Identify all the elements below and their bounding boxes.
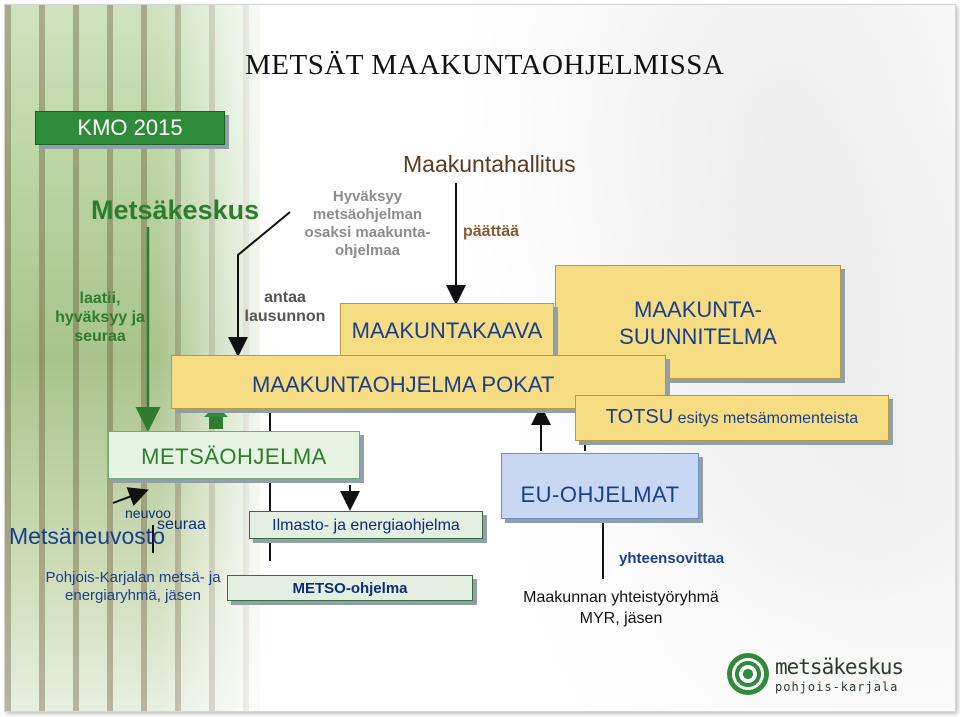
metsaneuvosto-label: Metsäneuvosto — [9, 523, 165, 549]
ilmasto-box: Ilmasto- ja energiaohjelma — [249, 511, 483, 539]
metsakeskus-label: Metsäkeskus — [91, 195, 260, 225]
maakuntasuunnitelma-label: MAAKUNTA-SUUNNITELMA — [619, 297, 777, 349]
logo-sub: pohjois-karjala — [775, 680, 899, 694]
metsakeskus-logo: metsäkeskus pohjois-karjala — [727, 653, 917, 703]
laatii-label: laatii, hyväksyy ja seuraa — [55, 290, 145, 345]
pk-ryhma-label: Pohjois-Karjalan metsä- ja energiaryhmä,… — [45, 569, 221, 604]
totsu-label: TOTSU — [605, 406, 674, 428]
eu-ohjelmat-label: EU-OHJELMAT — [520, 482, 680, 507]
page-title: METSÄT MAAKUNTAOHJELMISSA — [245, 49, 725, 81]
kmo-badge: KMO 2015 — [35, 111, 225, 145]
seuraa-label: seuraa — [157, 516, 206, 533]
logo-ring-icon — [727, 653, 769, 695]
slide: METSÄT MAAKUNTAOHJELMISSA KMO 2015 Metsä… — [4, 4, 956, 712]
arrow-neuvoo — [112, 487, 149, 506]
ilmasto-label: Ilmasto- ja energiaohjelma — [272, 517, 460, 534]
arrow-head-green — [204, 405, 228, 417]
antaa-label: antaa lausunnon — [244, 289, 326, 325]
metso-label: METSO-ohjelma — [292, 580, 408, 597]
paattaa-label: päättää — [463, 223, 520, 240]
neuvoo-label: neuvoo — [125, 505, 171, 521]
totsu-box: TOTSU esitys metsämomenteista — [575, 395, 889, 441]
metsaohjelma-box: METSÄOHJELMA — [108, 431, 360, 479]
hyvaksyy-label: Hyväksyy metsäohjelman osaksi maakunta-o… — [304, 188, 431, 259]
yhteensovittaa-label: yhteensovittaa — [619, 550, 725, 567]
maakuntakaava-label: MAAKUNTAKAAVA — [351, 318, 543, 343]
logo-name: metsäkeskus — [775, 655, 904, 679]
myr-label: Maakunnan yhteistyöryhmä MYR, jäsen — [523, 589, 719, 627]
maakuntakaava-box: MAAKUNTAKAAVA — [340, 303, 554, 357]
arrow-metsakeskus-lausunto — [228, 211, 291, 357]
eu-ohjelmat-box: EU-OHJELMAT — [501, 453, 699, 519]
maakuntahallitus-label: Maakuntahallitus — [403, 151, 576, 177]
metso-box: METSO-ohjelma — [227, 575, 473, 601]
metsaohjelma-label: METSÄOHJELMA — [141, 444, 327, 469]
maakuntaohjelma-label: MAAKUNTAOHJELMA POKAT — [252, 372, 555, 397]
totsu-text: esitys metsämomenteista — [677, 410, 859, 427]
